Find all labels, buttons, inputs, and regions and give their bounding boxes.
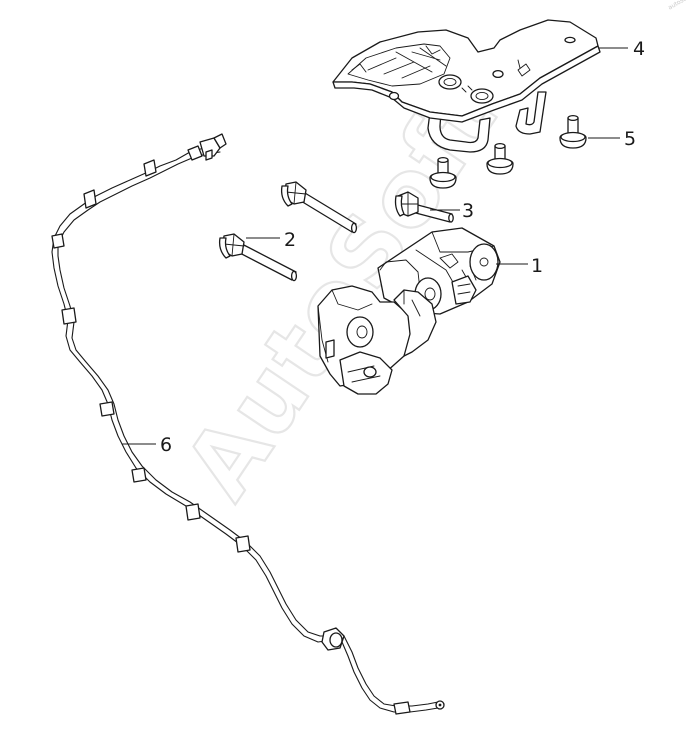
release-cable: 6 <box>51 133 445 715</box>
callout-6: 6 <box>160 434 172 456</box>
callout-5: 5 <box>624 128 636 150</box>
long-bolt: 2 <box>218 181 358 282</box>
flange-screw-c <box>429 156 457 189</box>
flange-screw-a <box>559 114 587 149</box>
callout-1: 1 <box>531 255 543 277</box>
short-bolt: 3 <box>394 191 474 223</box>
long-bolt-upper <box>280 181 358 234</box>
callout-3: 3 <box>462 200 474 222</box>
flange-screw: 5 <box>429 114 636 189</box>
cable-clips <box>51 159 251 553</box>
flange-screw-b <box>486 142 514 175</box>
corner-mark: autosoft <box>667 0 687 11</box>
striker-bracket: 4 <box>332 19 645 153</box>
latch-assembly: 1 <box>317 227 543 395</box>
callout-4: 4 <box>633 38 645 60</box>
callout-2: 2 <box>284 229 296 251</box>
long-bolt-lower <box>218 233 298 282</box>
